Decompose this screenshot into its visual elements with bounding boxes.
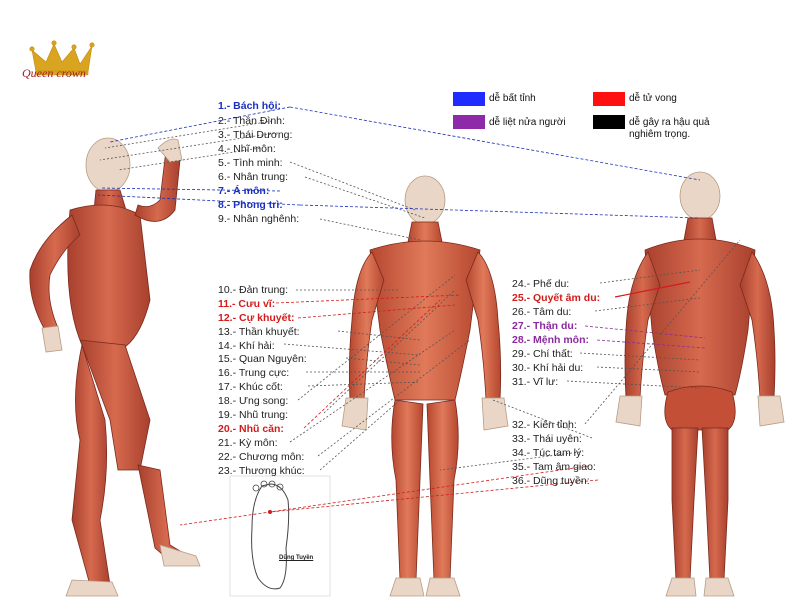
point-11: 11.- Cưu vĩ:	[218, 298, 276, 310]
point-24: 24.- Phế du:	[512, 278, 570, 290]
side-figure	[29, 137, 201, 597]
point-21: 21.- Kỳ môn:	[218, 437, 278, 449]
legend-swatch-purple	[453, 115, 485, 129]
point-33: 33.- Thái uyên:	[512, 433, 582, 445]
point-9: 9.- Nhân nghênh:	[218, 213, 300, 225]
point-14: 14.- Khí hải:	[218, 340, 275, 352]
brand-name: Queen crown	[22, 66, 86, 80]
point-2: 2.- Thần Đình:	[218, 115, 285, 127]
point-1: 1.- Bách hội:	[218, 100, 282, 112]
point-6: 6.- Nhân trung:	[218, 171, 289, 183]
point-28: 28.- Mệnh môn:	[512, 334, 590, 346]
point-8: 8.- Phong trì:	[218, 199, 283, 211]
point-35: 35.- Tam âm giao:	[512, 461, 596, 473]
point-22: 22.- Chương môn:	[218, 451, 305, 463]
point-32: 32.- Kiên tỉnh:	[512, 419, 577, 431]
point-3: 3.- Thái Dương:	[218, 129, 293, 141]
legend-swatch-blue	[453, 92, 485, 106]
point-17: 17.- Khúc cốt:	[218, 381, 283, 393]
legend-text-black: dễ gây ra hậu quả nghiêm trọng.	[629, 117, 710, 140]
point-19: 19.- Nhũ trung:	[218, 409, 289, 421]
point-16: 16.- Trung cực:	[218, 367, 290, 379]
point-15: 15.- Quan Nguyên:	[218, 353, 307, 365]
point-27: 27.- Thận du:	[512, 320, 578, 332]
point-18: 18.- Ưng song:	[218, 395, 289, 407]
legend-text-purple: dễ liệt nửa người	[489, 117, 566, 128]
foot-point-label: Dũng Tuyền	[279, 555, 314, 561]
point-36: 36.- Dũng tuyền:	[512, 475, 590, 487]
point-34: 34.- Túc tam lý:	[512, 447, 585, 459]
front-figure	[341, 175, 509, 597]
legend-swatch-red	[593, 92, 625, 106]
point-31: 31.- Vĩ lư:	[512, 376, 559, 388]
legend-text-red: dễ tử vong	[629, 93, 677, 104]
point-10: 10.- Đản trung:	[218, 284, 289, 296]
legend-swatch-black	[593, 115, 625, 129]
point-26: 26.- Tâm du:	[512, 306, 572, 318]
point-29: 29.- Chí thất:	[512, 348, 573, 360]
legend-text-blue: dễ bất tỉnh	[489, 93, 536, 104]
point-13: 13.- Thần khuyết:	[218, 326, 300, 338]
point-5: 5.- Tình minh:	[218, 157, 283, 169]
point-25: 25.- Quyết âm du:	[512, 292, 601, 304]
foot-sole	[229, 475, 331, 597]
point-4: 4.- Nhĩ môn:	[218, 143, 276, 155]
leader-lines	[97, 106, 741, 526]
back-figure	[615, 171, 785, 597]
crown-icon	[29, 40, 95, 76]
point-12: 12.- Cự khuyết:	[218, 312, 295, 324]
point-7: 7.- Á môn:	[218, 185, 270, 197]
point-23: 23.- Thương khúc:	[218, 465, 305, 477]
point-20: 20.- Nhũ căn:	[218, 423, 284, 435]
point-30: 30.- Khí hải du:	[512, 362, 584, 374]
